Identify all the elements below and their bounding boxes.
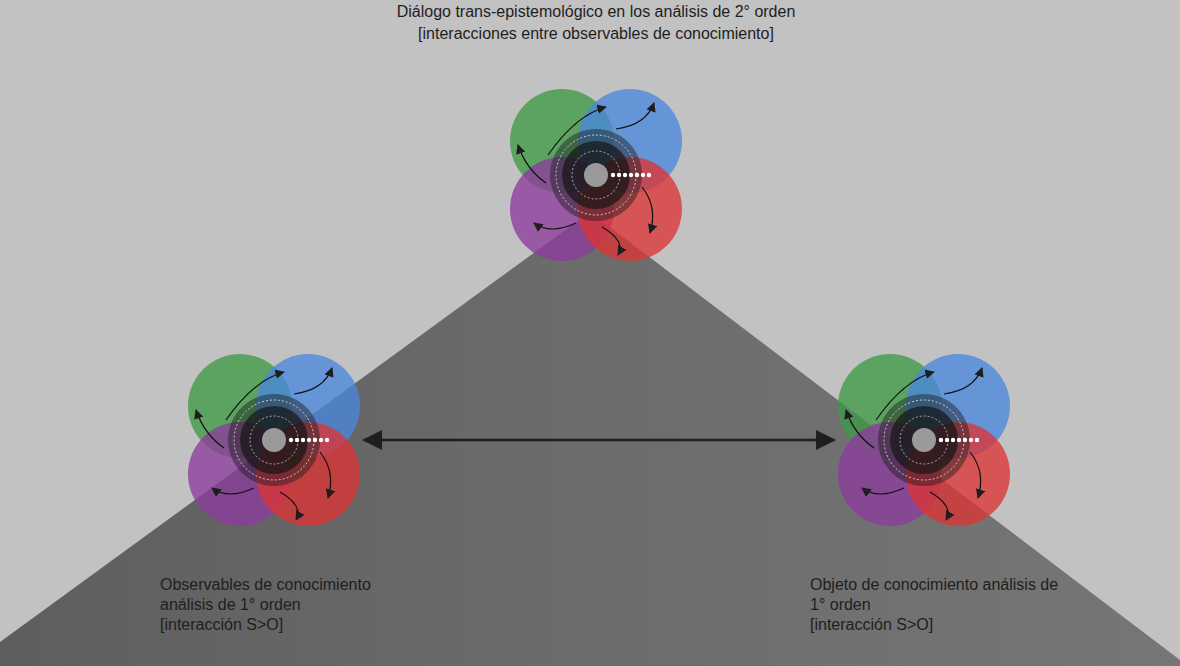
dashed-ring (250, 416, 298, 464)
flow-arc (518, 145, 546, 183)
dashed-ring (234, 400, 314, 480)
venn-node: Objeto de conocimiento análisis de 1° or… (834, 350, 1014, 530)
flow-arc (320, 452, 331, 498)
flow-arc (534, 223, 576, 229)
flow-arc (294, 368, 332, 394)
double-arrow (364, 439, 834, 442)
venn-node: Diálogo trans-epistemológico en los anál… (506, 85, 686, 265)
dot (623, 173, 627, 177)
flow-arc (876, 372, 934, 420)
dot (635, 173, 639, 177)
dashed-ring (884, 400, 964, 480)
venn-cluster (506, 85, 686, 265)
flow-arc (970, 452, 981, 498)
dot (295, 438, 299, 442)
node-heading: Diálogo trans-epistemológico en los anál… (296, 2, 896, 22)
node-heading: Observables de conocimiento análisis de … (160, 575, 410, 615)
flow-arc (846, 410, 874, 448)
flow-arc (226, 372, 284, 420)
core-ring (240, 406, 308, 474)
dot (301, 438, 305, 442)
core-dot (912, 428, 936, 452)
dot (289, 438, 293, 442)
flow-arc (280, 492, 298, 520)
dot (325, 438, 329, 442)
dot (641, 173, 645, 177)
flow-arc (212, 488, 254, 494)
venn-cluster (184, 350, 364, 530)
dot (617, 173, 621, 177)
dashed-ring (556, 135, 636, 215)
core-ring (890, 406, 958, 474)
flow-arc (602, 227, 620, 255)
dot (611, 173, 615, 177)
flow-arc (616, 103, 654, 129)
dot (939, 438, 943, 442)
core-ring (228, 394, 320, 486)
core-dot (584, 163, 608, 187)
dot (307, 438, 311, 442)
dot (963, 438, 967, 442)
dot (647, 173, 651, 177)
dot (945, 438, 949, 442)
dot (969, 438, 973, 442)
node-subheading: [interacción S>O] (160, 615, 410, 635)
node-subheading: [interacciones entre observables de cono… (296, 24, 896, 44)
flow-arc (548, 107, 606, 155)
triangle (0, 212, 1180, 666)
dot (313, 438, 317, 442)
core-ring (562, 141, 630, 209)
node-subheading: [interacción S>O] (810, 615, 1060, 635)
flow-arc (930, 492, 948, 520)
dot (975, 438, 979, 442)
dot (951, 438, 955, 442)
core-ring (878, 394, 970, 486)
dot (319, 438, 323, 442)
flow-arc (862, 488, 904, 494)
venn-cluster (834, 350, 1014, 530)
dashed-ring (900, 416, 948, 464)
flow-arc (642, 187, 653, 233)
core-dot (262, 428, 286, 452)
dot (957, 438, 961, 442)
core-ring (550, 129, 642, 221)
flow-arc (944, 368, 982, 394)
dashed-ring (572, 151, 620, 199)
venn-node: Observables de conocimiento análisis de … (184, 350, 364, 530)
node-heading: Objeto de conocimiento análisis de 1° or… (810, 575, 1060, 615)
dot (629, 173, 633, 177)
flow-arc (196, 410, 224, 448)
